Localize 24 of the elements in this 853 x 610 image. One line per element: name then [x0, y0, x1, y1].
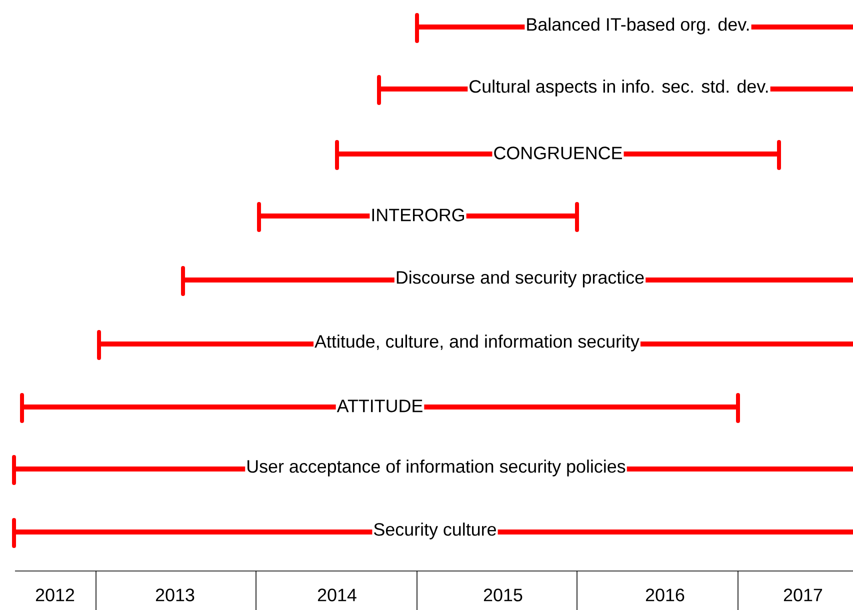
year-label: 2012 [36, 588, 74, 602]
node-label: CONGRUENCE [494, 146, 622, 160]
year-label: 2013 [156, 588, 194, 602]
node-label: Security culture [374, 522, 496, 540]
timeline-bar: Discourse and security practice [181, 266, 853, 296]
year-label: 2015 [484, 588, 522, 602]
node-label: ATTITUDE [336, 400, 422, 412]
node-label: Balanced IT-based org. dev. [527, 18, 749, 34]
timeline-bar: Attitude, culture, and information security [97, 330, 853, 360]
year-label: 2016 [646, 588, 684, 602]
node-label: Discourse and security practice [396, 270, 644, 288]
timeline-bar: Balanced IT-based org. dev. [415, 13, 853, 43]
node-label: Cultural aspects in info. sec. std. dev. [470, 80, 768, 96]
node-label: INTERORG [372, 208, 464, 222]
timeline-bar: User acceptance of information security policies [12, 454, 853, 485]
node-label: User acceptance of information security policies [248, 460, 626, 476]
year-label: 2014 [318, 588, 356, 602]
timeline-bar: INTERORG [257, 202, 579, 232]
node-label: Attitude, culture, and information security [314, 334, 640, 352]
timeline-bar: Cultural aspects in info. sec. std. dev. [377, 75, 853, 105]
timeline-bar: ATTITUDE [20, 392, 740, 423]
timeline-bar: CONGRUENCE [335, 140, 781, 170]
timeline-bar: Security culture [12, 518, 853, 548]
year-label: 2017 [784, 588, 822, 602]
